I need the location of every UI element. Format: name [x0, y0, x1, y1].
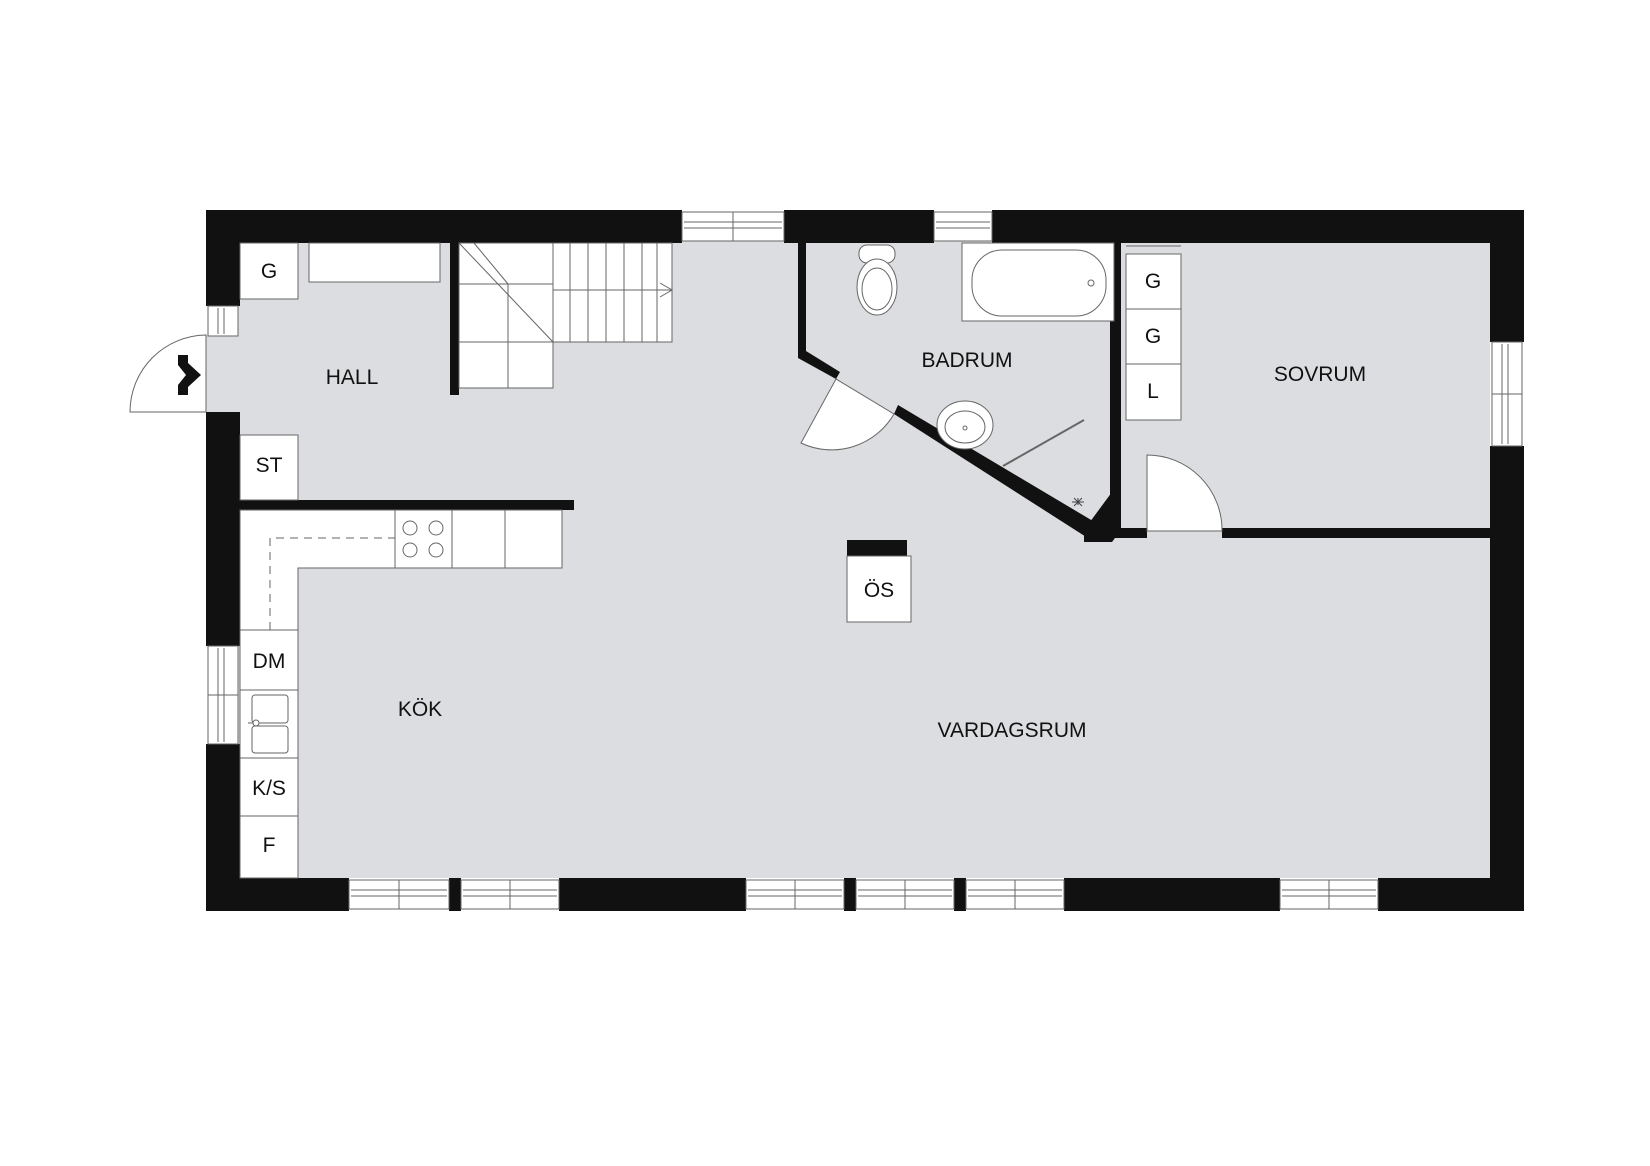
wall-bottom-2: [449, 878, 461, 911]
label-ks: K/S: [252, 777, 286, 800]
label-g1: G: [1145, 270, 1161, 293]
wall-top-1: [206, 210, 682, 243]
room-label-hall: HALL: [326, 366, 379, 389]
floor-entry: [206, 335, 240, 415]
window-left-hall: [207, 305, 239, 337]
label-st: ST: [256, 454, 283, 477]
closet-g1: [1125, 253, 1182, 310]
cabinet-f: [239, 815, 299, 879]
wall-bedroom-left: [1110, 243, 1118, 531]
wall-right-2: [1490, 446, 1524, 911]
label-l: L: [1147, 380, 1159, 403]
window-bottom-3: [745, 879, 845, 910]
window-top-1: [681, 211, 785, 242]
window-top-2: [933, 211, 993, 242]
label-g2: G: [1145, 325, 1161, 348]
walls: [206, 210, 1524, 911]
wall-bath-stub: [798, 343, 840, 379]
windows: [207, 211, 1523, 910]
wall-bottom-6: [1064, 878, 1280, 911]
wall-bottom-4: [844, 878, 856, 911]
window-bottom-1: [348, 879, 450, 910]
bedroom-door: [1146, 454, 1223, 532]
wall-bottom-3: [559, 878, 746, 911]
fixture-labels: G ST G G L ÖS DM K/S F: [252, 260, 1161, 857]
closet-l: [1125, 363, 1182, 421]
cabinet-st: [239, 434, 299, 501]
bedroom-closets: [1125, 245, 1182, 421]
window-bottom-4: [855, 879, 955, 910]
kitchen-fixtures: [239, 509, 563, 879]
staircase: [458, 242, 673, 389]
stove: [394, 509, 453, 569]
wall-bottom-5: [954, 878, 966, 911]
wall-top-3: [992, 210, 1524, 243]
label-os: ÖS: [864, 579, 894, 602]
washbasin: [936, 400, 994, 450]
window-left-kitchen: [207, 645, 239, 745]
window-bottom-5: [965, 879, 1065, 910]
bathtub: [961, 242, 1115, 322]
shower-screen: [1002, 419, 1085, 467]
label-dm: DM: [253, 650, 286, 673]
bathroom-door: [800, 378, 895, 451]
wall-left-3: [206, 744, 240, 911]
wall-hall-kitchen: [240, 500, 574, 510]
room-label-badrum: BADRUM: [921, 349, 1012, 372]
entrance-arrow-icon: [178, 355, 201, 395]
window-right-bedroom: [1491, 341, 1523, 447]
wall-bath-left: [798, 243, 806, 351]
room-label-vardagsrum: VARDAGSRUM: [938, 719, 1087, 742]
bench: [308, 242, 441, 283]
wall-bedroom-bottom-1: [1110, 528, 1147, 538]
interior-doors: [800, 378, 1223, 532]
room-labels: HALL BADRUM SOVRUM KÖK VARDAGSRUM: [326, 349, 1366, 742]
chimney-top: [847, 540, 907, 558]
room-label-sovrum: SOVRUM: [1274, 363, 1366, 386]
wall-bedroom-bottom-2: [1222, 528, 1490, 538]
label-f: F: [263, 834, 276, 857]
cabinet-g-hall: [239, 242, 299, 300]
window-bottom-2: [460, 879, 560, 910]
wall-left-2: [206, 412, 240, 646]
wall-stair: [450, 243, 459, 395]
bathroom-fixtures: [856, 242, 1115, 507]
tiled-stove: [846, 555, 912, 623]
shower-drain: [1072, 497, 1084, 507]
label-g-hall: G: [261, 260, 277, 283]
wall-left-1: [206, 210, 240, 306]
entrance-door: [129, 334, 207, 413]
toilet: [856, 244, 898, 316]
room-label-kok: KÖK: [398, 698, 442, 721]
hall-fixtures: [239, 242, 441, 501]
closet-g2: [1125, 308, 1182, 365]
window-bottom-6: [1279, 879, 1379, 910]
sink: [239, 689, 299, 759]
wall-top-2: [784, 210, 934, 243]
wall-right-1: [1490, 210, 1524, 342]
